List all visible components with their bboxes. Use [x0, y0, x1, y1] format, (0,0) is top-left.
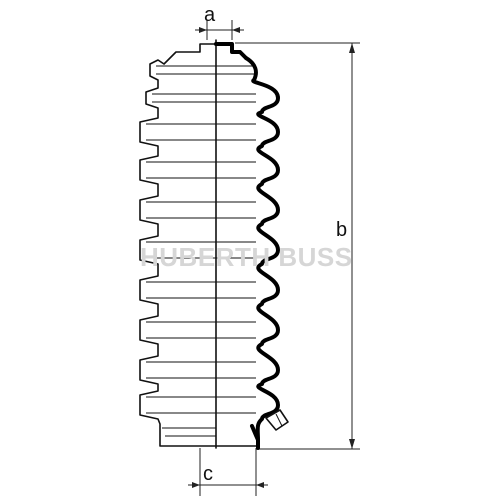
dimension-a-label: a: [204, 4, 216, 26]
dimension-b-label: b: [336, 219, 347, 241]
top-collar-profile: [214, 42, 248, 60]
boot-body: [139, 39, 289, 450]
watermark: HUBERTH BUSS: [140, 242, 353, 272]
bottom-collar-profile: [250, 424, 260, 450]
breather-nipple: [265, 409, 289, 431]
dimension-b: b: [235, 42, 360, 450]
dimension-a: a: [195, 4, 244, 40]
right-wall-profile: [244, 56, 280, 442]
dimension-c: c: [188, 448, 268, 496]
breather-nipple-line: [275, 413, 283, 427]
dimension-c-label: c: [203, 463, 213, 485]
boot-left-outline: [139, 43, 217, 447]
